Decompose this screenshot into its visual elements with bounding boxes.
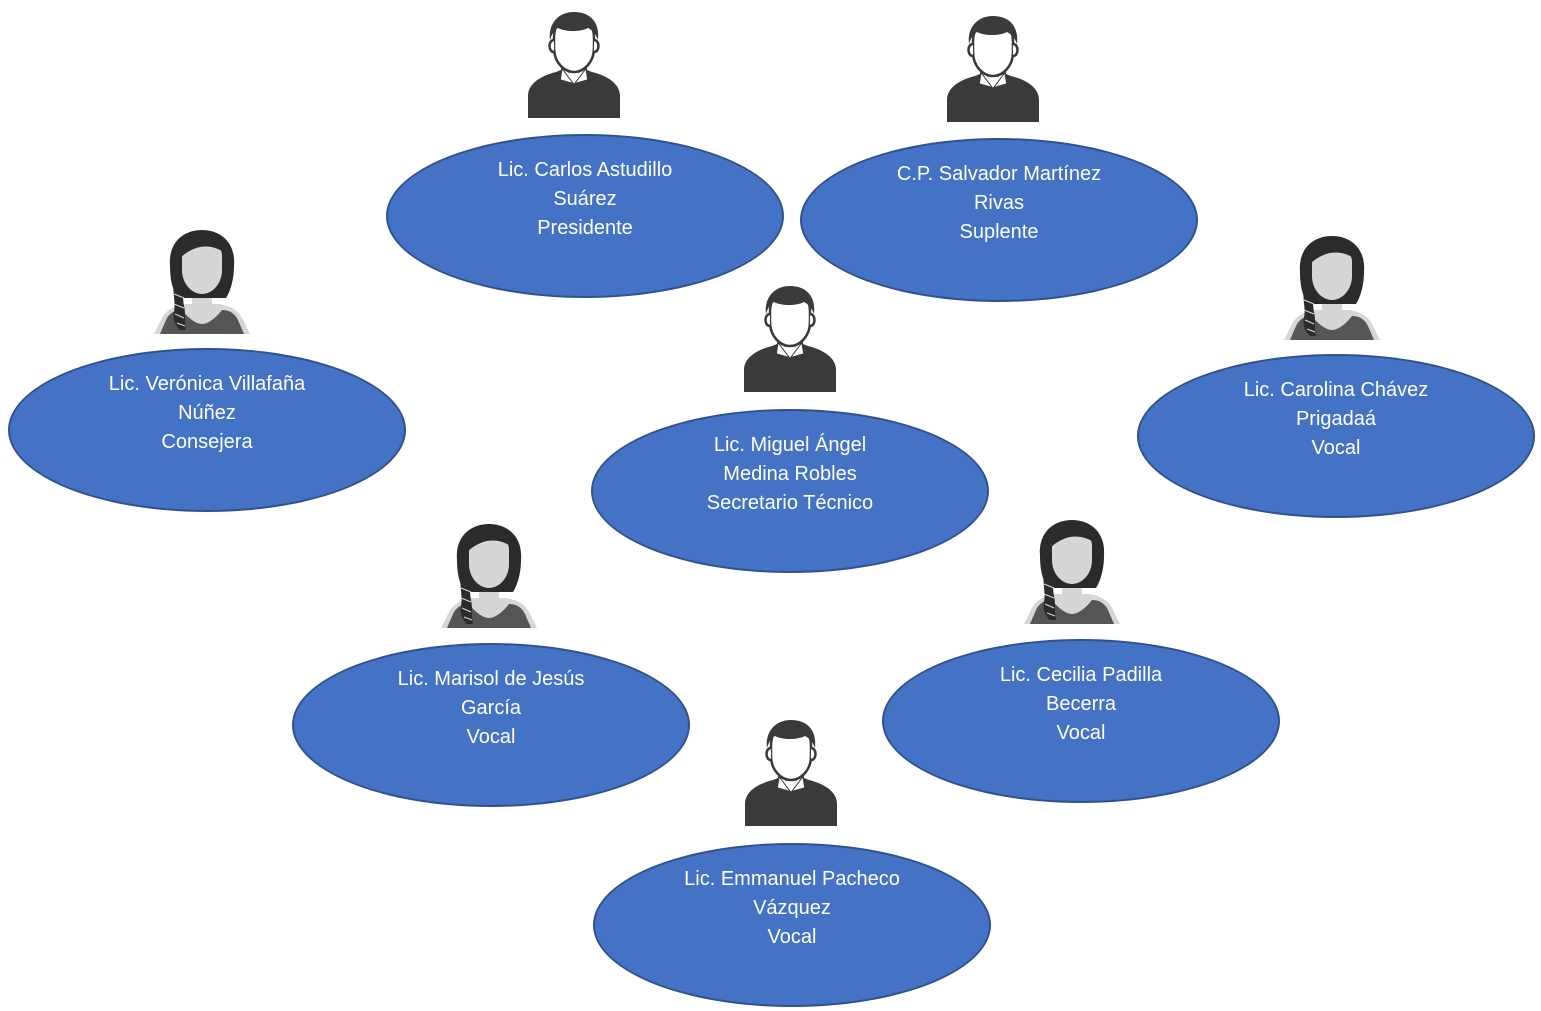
member-name: Lic. Carlos Astudillo	[497, 159, 673, 181]
male-person-icon	[522, 10, 626, 118]
member-role: Suplente	[959, 221, 1039, 243]
member-role: Vocal	[466, 726, 516, 748]
member-node: Lic. Marisol de Jesús García Vocal	[292, 643, 690, 807]
member-role: Consejera	[161, 431, 253, 453]
female-person-icon	[437, 520, 541, 628]
member-role: Presidente	[537, 217, 633, 239]
member-name: Lic. Marisol de Jesús	[397, 668, 585, 690]
member-surname: Suárez	[553, 188, 617, 210]
member-surname: Prigadaá	[1295, 408, 1377, 430]
female-person-icon	[150, 226, 254, 334]
member-surname: Rivas	[973, 192, 1024, 214]
member-name: C.P. Salvador Martínez	[896, 163, 1102, 185]
member-node: Lic. Verónica Villafaña Núñez Consejera	[8, 348, 406, 512]
member-name: Lic. Emmanuel Pacheco	[684, 868, 900, 890]
member-role: Vocal	[1311, 437, 1361, 459]
member-surname: Becerra	[1045, 693, 1117, 715]
member-role: Vocal	[767, 926, 817, 948]
member-node: Lic. Carlos Astudillo Suárez Presidente	[386, 134, 784, 298]
member-name: Lic. Carolina Chávez	[1243, 379, 1429, 401]
member-node: Lic. Miguel Ángel Medina Robles Secretar…	[591, 409, 989, 573]
member-surname: Núñez	[178, 402, 236, 424]
member-node: Lic. Carolina Chávez Prigadaá Vocal	[1137, 354, 1535, 518]
member-node: C.P. Salvador Martínez Rivas Suplente	[800, 138, 1198, 302]
male-person-icon	[941, 14, 1045, 122]
member-surname: Medina Robles	[723, 463, 857, 485]
male-person-icon	[738, 284, 842, 392]
member-surname: García	[460, 697, 522, 719]
member-node: Lic. Cecilia Padilla Becerra Vocal	[882, 639, 1280, 803]
member-role: Vocal	[1056, 722, 1106, 744]
member-name: Lic. Cecilia Padilla	[999, 664, 1163, 686]
female-person-icon	[1020, 516, 1124, 624]
member-name: Lic. Verónica Villafaña	[108, 373, 306, 395]
member-role: Secretario Técnico	[706, 492, 874, 514]
member-node: Lic. Emmanuel Pacheco Vázquez Vocal	[593, 843, 991, 1007]
male-person-icon	[739, 718, 843, 826]
member-name: Lic. Miguel Ángel	[713, 434, 867, 456]
member-surname: Vázquez	[753, 897, 831, 919]
female-person-icon	[1280, 232, 1384, 340]
